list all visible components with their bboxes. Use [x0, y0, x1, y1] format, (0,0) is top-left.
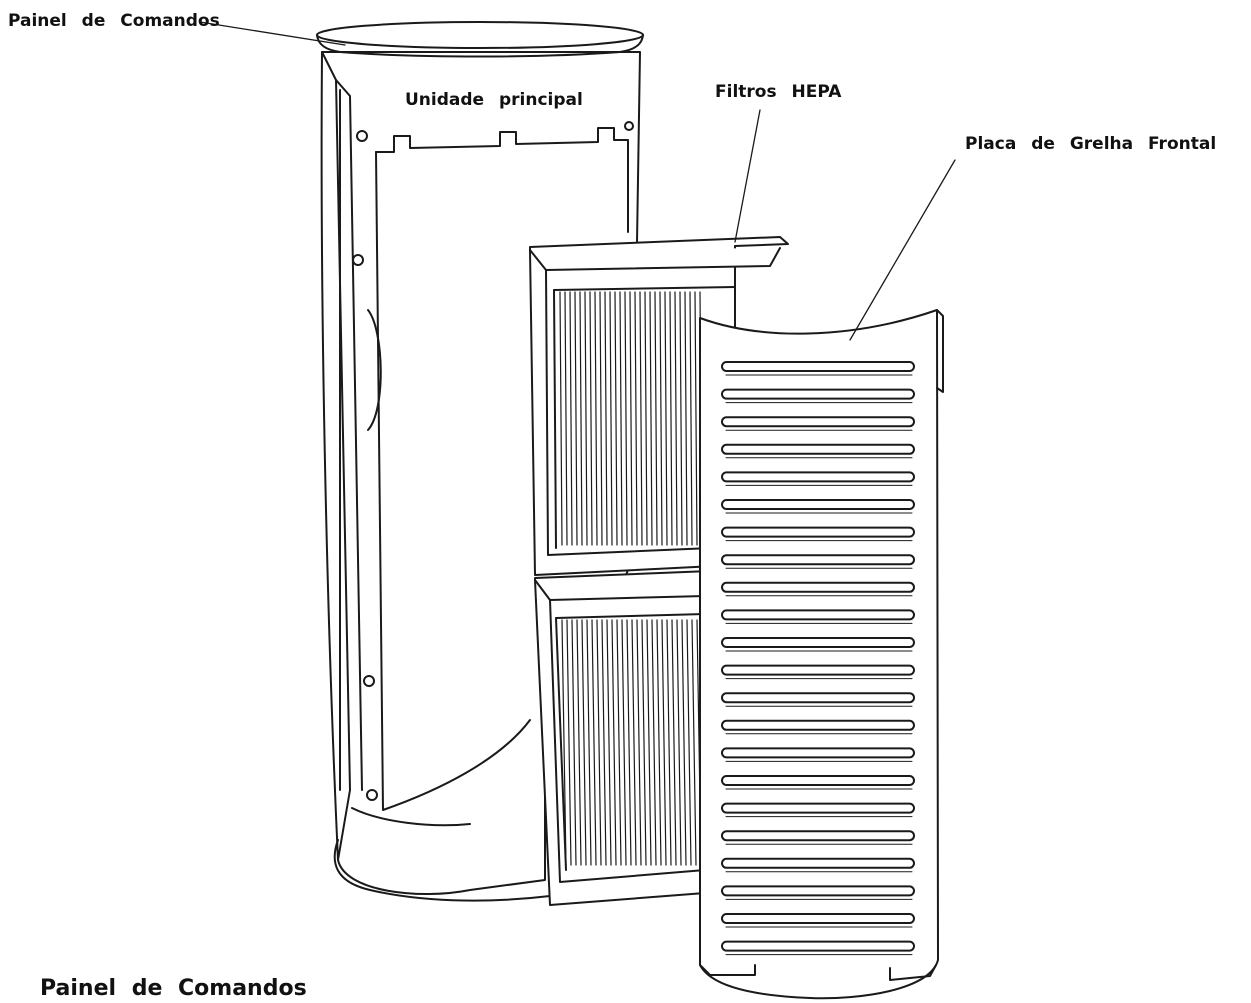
- screw-hole: [357, 131, 367, 141]
- main-unit-filter-recess: [376, 128, 628, 232]
- section-heading: Painel de Comandos: [40, 978, 307, 1000]
- screw-hole: [353, 255, 363, 265]
- grille-slot: [722, 638, 914, 647]
- grille-slot: [722, 666, 914, 675]
- grille-slot: [722, 804, 914, 813]
- grille-slot: [722, 776, 914, 785]
- grille-slot: [722, 748, 914, 757]
- leader-hepa: [735, 110, 760, 242]
- grille-slot: [722, 583, 914, 592]
- grille-slot: [722, 362, 914, 371]
- grille-slot: [722, 390, 914, 399]
- grille-slot: [722, 886, 914, 895]
- grille-slot: [722, 417, 914, 426]
- grille-slot: [722, 528, 914, 537]
- grille-slot: [722, 500, 914, 509]
- label-front-grille: Placa de Grelha Frontal: [965, 136, 1216, 153]
- grille-slot: [722, 914, 914, 923]
- grille-slot: [722, 831, 914, 840]
- grille-slot: [722, 942, 914, 951]
- grille-slot: [722, 610, 914, 619]
- leader-control-panel: [200, 22, 345, 45]
- grille-slot: [722, 445, 914, 454]
- grille-slot: [722, 472, 914, 481]
- main-unit-side-rail: [322, 52, 350, 860]
- label-main-unit: Unidade principal: [405, 92, 583, 109]
- label-hepa-filters: Filtros HEPA: [715, 84, 841, 101]
- grille-slot: [722, 555, 914, 564]
- main-unit-base: [335, 840, 550, 901]
- grille-slot: [722, 859, 914, 868]
- label-control-panel: Painel de Comandos: [8, 13, 220, 30]
- screw-hole: [364, 676, 374, 686]
- grille-slot: [722, 721, 914, 730]
- grille-slot: [722, 693, 914, 702]
- screw-hole: [367, 790, 377, 800]
- screw-hole: [625, 122, 633, 130]
